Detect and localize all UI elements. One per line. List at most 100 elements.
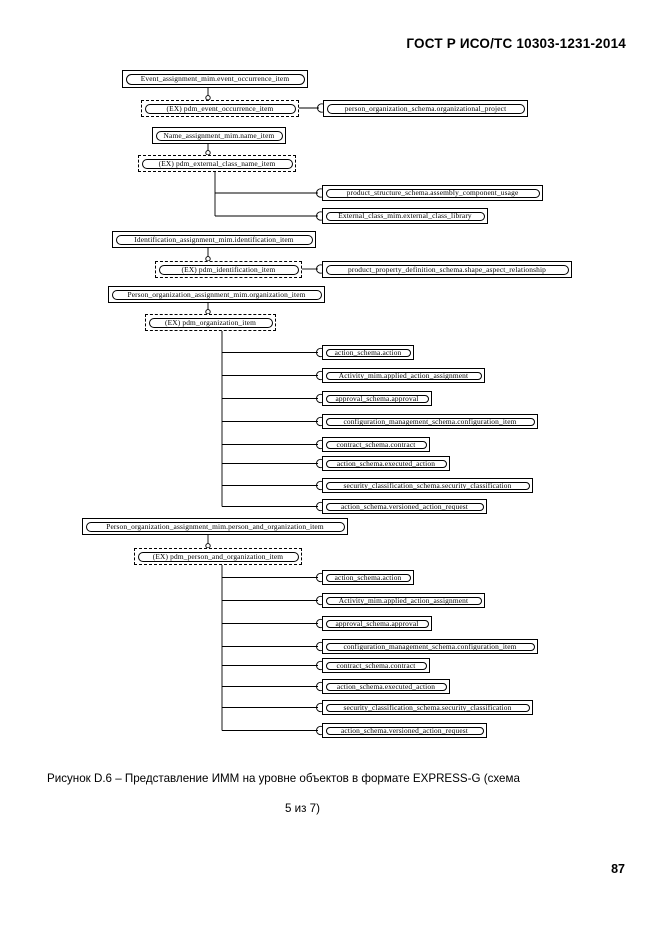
diagram-node-n9: (EX) pdm_identification_item — [155, 261, 302, 278]
branch-group-2-item: action_schema.versioned_action_request — [322, 723, 487, 738]
branch-group-1-item: security_classification_schema.security_… — [322, 478, 533, 493]
diagram-node-n10: product_property_definition_schema.shape… — [322, 261, 572, 278]
diagram-node-capsule: action_schema.executed_action — [325, 459, 447, 468]
figure-caption-line-2: 5 из 7) — [285, 802, 320, 815]
figure-caption-line-1: Рисунок D.6 – Представление ИММ на уровн… — [47, 772, 520, 785]
page-number: 87 — [611, 862, 625, 876]
relationship-hook-icon — [316, 264, 323, 274]
diagram-node-n4: Name_assignment_mim.name_item — [152, 127, 286, 144]
diagram-node-label: Identification_assignment_mim.identifica… — [134, 234, 294, 244]
branch-group-1-item: configuration_management_schema.configur… — [322, 414, 538, 429]
branch-group-2-item: security_classification_schema.security_… — [322, 700, 533, 715]
diagram-node-label: Activity_mim.applied_action_assignment — [338, 371, 469, 380]
branch-group-2-item: action_schema.executed_action — [322, 679, 450, 694]
optional-marker-icon — [205, 256, 211, 262]
diagram-node-capsule: Name_assignment_mim.name_item — [155, 130, 283, 141]
diagram-node-capsule: action_schema.action — [325, 573, 411, 582]
diagram-node-label: External_class_mim.external_class_librar… — [338, 211, 472, 221]
diagram-node-n7: External_class_mim.external_class_librar… — [322, 208, 488, 224]
diagram-node-label: product_property_definition_schema.shape… — [347, 264, 547, 274]
branch-group-1-branch-hook-icon — [316, 393, 323, 404]
diagram-node-capsule: action_schema.versioned_action_request — [325, 726, 484, 735]
diagram-node-capsule: contract_schema.contract — [325, 440, 427, 449]
diagram-node-n21: Person_organization_assignment_mim.perso… — [82, 518, 348, 535]
diagram-node-label: configuration_management_schema.configur… — [343, 417, 517, 426]
diagram-node-n3: person_organization_schema.organizationa… — [323, 100, 528, 117]
branch-group-2-branch-hook-icon — [316, 595, 323, 606]
diagram-node-capsule: action_schema.action — [325, 348, 411, 357]
branch-group-2-branch-hook-icon — [316, 702, 323, 713]
branch-group-2-branch-hook-icon — [316, 618, 323, 629]
diagram-node-label: (EX) pdm_external_class_name_item — [158, 158, 276, 168]
diagram-node-capsule: security_classification_schema.security_… — [325, 703, 530, 712]
branch-group-2-item: contract_schema.contract — [322, 658, 430, 673]
diagram-node-capsule: approval_schema.approval — [325, 619, 429, 628]
diagram-node-label: (EX) pdm_organization_item — [165, 317, 256, 327]
branch-group-1-branch-hook-icon — [316, 416, 323, 427]
diagram-node-capsule: person_organization_schema.organizationa… — [326, 103, 525, 114]
diagram-node-capsule: product_structure_schema.assembly_compon… — [325, 188, 540, 198]
diagram-node-label: contract_schema.contract — [336, 661, 416, 670]
diagram-node-n5: (EX) pdm_external_class_name_item — [138, 155, 296, 172]
optional-marker-icon — [205, 543, 211, 549]
relationship-hook-icon — [317, 103, 324, 113]
diagram-node-capsule: (EX) pdm_event_occurrence_item — [144, 103, 296, 114]
relationship-hook-icon — [316, 211, 323, 221]
diagram-node-capsule: action_schema.versioned_action_request — [325, 502, 484, 511]
diagram-node-capsule: contract_schema.contract — [325, 661, 427, 670]
diagram-node-n11: Person_organization_assignment_mim.organ… — [108, 286, 325, 303]
diagram-node-capsule: configuration_management_schema.configur… — [325, 642, 535, 651]
diagram-node-label: (EX) pdm_event_occurrence_item — [166, 103, 274, 113]
diagram-node-label: security_classification_schema.security_… — [343, 703, 512, 712]
diagram-node-label: action_schema.action — [334, 573, 402, 582]
diagram-node-n8: Identification_assignment_mim.identifica… — [112, 231, 316, 248]
diagram-node-capsule: Person_organization_assignment_mim.organ… — [111, 289, 322, 300]
branch-group-1-item: approval_schema.approval — [322, 391, 432, 406]
diagram-node-label: Event_assignment_mim.event_occurrence_it… — [140, 74, 290, 84]
diagram-node-capsule: External_class_mim.external_class_librar… — [325, 211, 485, 221]
diagram-node-label: action_schema.executed_action — [336, 459, 436, 468]
express-g-diagram: Event_assignment_mim.event_occurrence_it… — [82, 70, 572, 738]
branch-group-2-branch-hook-icon — [316, 641, 323, 652]
diagram-node-label: Activity_mim.applied_action_assignment — [338, 596, 469, 605]
diagram-node-label: approval_schema.approval — [335, 394, 419, 403]
diagram-node-label: action_schema.versioned_action_request — [341, 726, 468, 735]
diagram-node-capsule: action_schema.executed_action — [325, 682, 447, 691]
diagram-node-label: approval_schema.approval — [335, 619, 419, 628]
diagram-node-label: (EX) pdm_identification_item — [181, 264, 276, 274]
branch-group-1-item: action_schema.versioned_action_request — [322, 499, 487, 514]
diagram-connector-lines — [205, 88, 324, 736]
diagram-node-label: (EX) pdm_person_and_organization_item — [152, 551, 284, 561]
branch-group-1-item: Activity_mim.applied_action_assignment — [322, 368, 485, 383]
diagram-node-label: Name_assignment_mim.name_item — [163, 130, 275, 140]
diagram-node-capsule: configuration_management_schema.configur… — [325, 417, 535, 426]
optional-marker-icon — [205, 309, 211, 315]
diagram-node-capsule: Person_organization_assignment_mim.perso… — [85, 521, 345, 532]
diagram-node-n22: (EX) pdm_person_and_organization_item — [134, 548, 302, 565]
diagram-node-label: Person_organization_assignment_mim.organ… — [127, 289, 306, 299]
diagram-node-label: security_classification_schema.security_… — [343, 481, 512, 490]
diagram-node-capsule: product_property_definition_schema.shape… — [325, 264, 569, 275]
diagram-node-n12: (EX) pdm_organization_item — [145, 314, 276, 331]
branch-group-1-branch-hook-icon — [316, 458, 323, 469]
diagram-node-capsule: (EX) pdm_organization_item — [148, 317, 273, 328]
diagram-node-n2: (EX) pdm_event_occurrence_item — [141, 100, 299, 117]
branch-group-1-branch-hook-icon — [316, 501, 323, 512]
document-standard-header: ГОСТ Р ИСО/ТС 10303-1231-2014 — [406, 36, 626, 51]
diagram-node-capsule: security_classification_schema.security_… — [325, 481, 530, 490]
diagram-node-label: contract_schema.contract — [336, 440, 416, 449]
branch-group-2-item: configuration_management_schema.configur… — [322, 639, 538, 654]
diagram-node-capsule: Event_assignment_mim.event_occurrence_it… — [125, 73, 305, 85]
branch-group-1-item: action_schema.executed_action — [322, 456, 450, 471]
diagram-node-label: action_schema.executed_action — [336, 682, 436, 691]
branch-group-2-item: approval_schema.approval — [322, 616, 432, 631]
branch-group-1-branch-hook-icon — [316, 370, 323, 381]
branch-group-2-item: action_schema.action — [322, 570, 414, 585]
branch-group-2-branch-hook-icon — [316, 572, 323, 583]
diagram-node-n6: product_structure_schema.assembly_compon… — [322, 185, 543, 201]
branch-group-2-branch-hook-icon — [316, 681, 323, 692]
diagram-node-label: person_organization_schema.organizationa… — [344, 103, 507, 113]
diagram-node-capsule: Activity_mim.applied_action_assignment — [325, 596, 482, 605]
branch-group-1-branch-hook-icon — [316, 480, 323, 491]
branch-group-2-item: Activity_mim.applied_action_assignment — [322, 593, 485, 608]
